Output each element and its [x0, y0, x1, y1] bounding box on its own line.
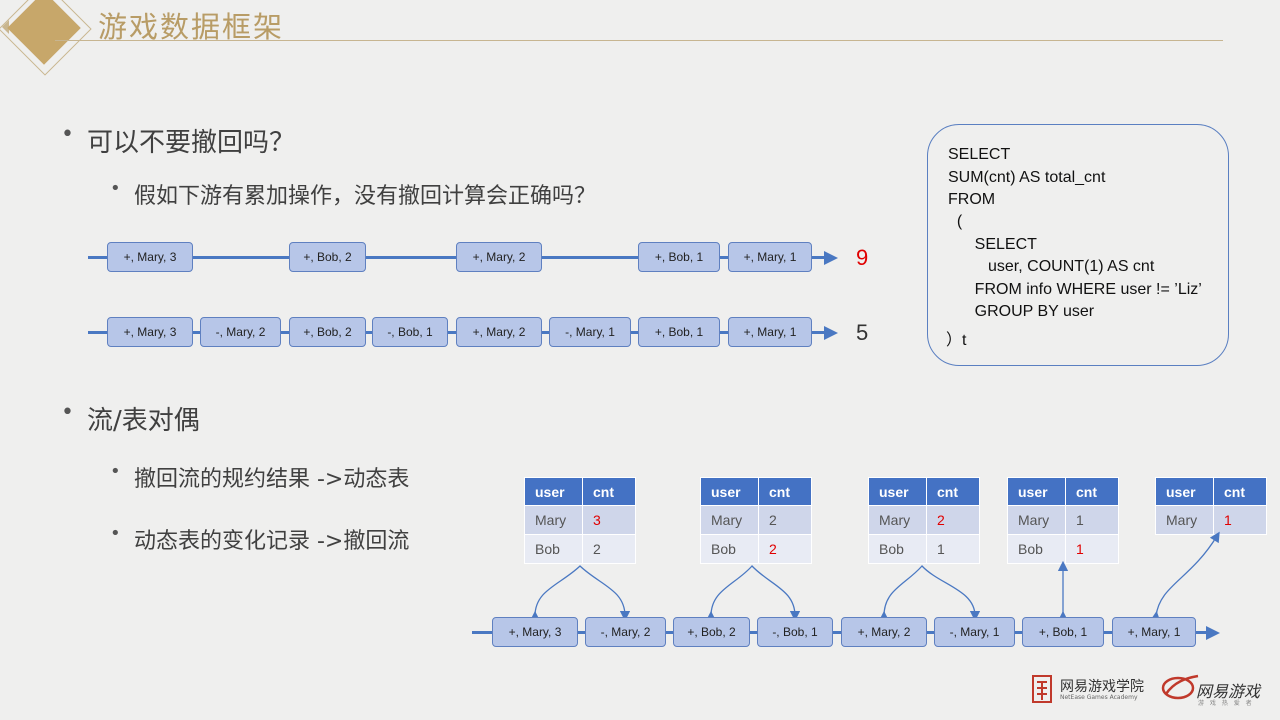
stream-2-event: +, Bob, 2: [289, 317, 366, 347]
table-header: cnt: [1213, 477, 1267, 506]
table-cell: Mary: [868, 505, 927, 535]
page-title: 游戏数据框架: [98, 10, 285, 44]
table-cell: 1: [1213, 505, 1267, 535]
sql-line: SUM(cnt) AS total_cnt: [948, 169, 1106, 186]
stream-3-event: +, Mary, 1: [1112, 617, 1196, 647]
academy-logo-name: 网易游戏学院: [1060, 679, 1144, 695]
table-cell: 2: [758, 534, 812, 564]
sql-query-box: [927, 124, 1229, 366]
connector-arrow-icon: [1150, 531, 1220, 622]
stream-2-arrow-icon: [824, 326, 838, 340]
stream-2-event: +, Mary, 2: [456, 317, 542, 347]
stream-3-event: -, Mary, 1: [934, 617, 1015, 647]
stream-3-line: [472, 631, 1208, 634]
table-cell: Bob: [524, 534, 583, 564]
connector-arrow-icon: [529, 565, 631, 622]
stream-3-event: +, Mary, 2: [841, 617, 927, 647]
netease-academy-logo-icon: [1032, 675, 1052, 703]
table-header: cnt: [926, 477, 980, 506]
bullet-retract-question: 可以不要撤回吗？: [61, 122, 295, 159]
stream-1-event: +, Bob, 1: [638, 242, 720, 272]
table-header: cnt: [582, 477, 636, 506]
table-cell: 2: [758, 505, 812, 535]
table-cell: 1: [926, 534, 980, 564]
stream-3-event: +, Bob, 1: [1022, 617, 1104, 647]
stream-2-event: +, Mary, 1: [728, 317, 812, 347]
stream-2-event: -, Mary, 2: [200, 317, 281, 347]
games-logo-name: 网易游戏: [1196, 682, 1261, 701]
stream-2-event: +, Bob, 1: [638, 317, 720, 347]
connector-arrow-icon: [878, 565, 981, 622]
table-header: cnt: [1065, 477, 1119, 506]
sql-line: FROM: [948, 191, 996, 208]
sql-line: GROUP BY user: [948, 303, 1095, 320]
bullet-table-to-retract: 动态表的变化记录 ->撤回流: [110, 523, 409, 555]
table-cell: 1: [1065, 534, 1119, 564]
table-header: user: [1007, 477, 1066, 506]
bullet-accumulate-question: 假如下游有累加操作，没有撤回计算会正确吗？: [110, 178, 596, 210]
table-cell: 1: [1065, 505, 1119, 535]
table-cell: Mary: [700, 505, 759, 535]
sql-line: user, COUNT(1) AS cnt: [948, 258, 1155, 275]
table-cell: 2: [582, 534, 636, 564]
stream-2-event: -, Bob, 1: [372, 317, 448, 347]
nav-back-arrow-icon[interactable]: [2, 20, 9, 34]
stream-2-result: 5: [856, 320, 869, 345]
stream-1-result: 9: [856, 245, 869, 270]
stream-1-event: +, Mary, 2: [456, 242, 542, 272]
stream-3-event: +, Mary, 3: [492, 617, 578, 647]
sql-line: FROM info WHERE user != ’Liz’: [948, 281, 1202, 298]
bullet-retract-to-table: 撤回流的规约结果 ->动态表: [110, 461, 409, 493]
sql-line: (: [948, 213, 963, 230]
stream-1-arrow-icon: [824, 251, 838, 265]
stream-3-event: -, Mary, 2: [585, 617, 666, 647]
table-header: cnt: [758, 477, 812, 506]
stream-1-event: +, Mary, 3: [107, 242, 193, 272]
games-logo-subtitle: 游 戏 热 爱 者: [1198, 700, 1254, 707]
table-cell: Bob: [700, 534, 759, 564]
stream-3-event: -, Bob, 1: [757, 617, 833, 647]
sql-line: SELECT: [948, 236, 1037, 253]
stream-1-event: +, Bob, 2: [289, 242, 366, 272]
stream-1-event: +, Mary, 1: [728, 242, 812, 272]
stream-3-event: +, Bob, 2: [673, 617, 750, 647]
netease-games-logo-icon: [1161, 674, 1199, 700]
table-header: user: [700, 477, 759, 506]
header-divider: [55, 40, 1223, 41]
sql-line: ）t: [946, 332, 967, 349]
connector-arrow-icon: [705, 565, 801, 622]
academy-logo-subtitle: NetEase Games Academy: [1060, 694, 1138, 701]
table-cell: Bob: [868, 534, 927, 564]
sql-line: SELECT: [948, 146, 1011, 163]
stream-3-arrow-icon: [1206, 626, 1220, 640]
table-cell: Mary: [1155, 505, 1214, 535]
table-cell: Mary: [524, 505, 583, 535]
stream-2-event: +, Mary, 3: [107, 317, 193, 347]
bullet-stream-table-duality: 流/表对偶: [61, 400, 200, 437]
stream-2-event: -, Mary, 1: [549, 317, 631, 347]
